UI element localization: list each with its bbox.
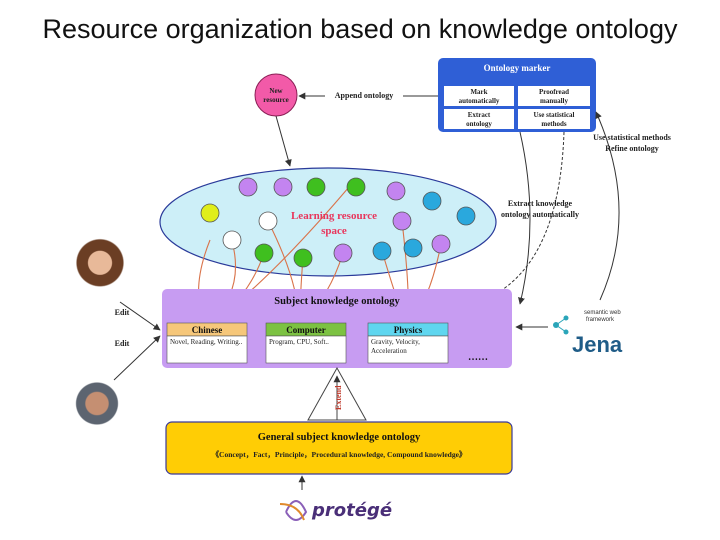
edit-label-2: Edit bbox=[115, 339, 130, 348]
new-resource-line2: resource bbox=[263, 96, 288, 104]
resource-node bbox=[386, 181, 406, 201]
resource-node bbox=[222, 230, 242, 250]
subject-physics-name: Physics bbox=[394, 325, 423, 335]
marker-cell-4-line2: methods bbox=[541, 120, 567, 128]
resource-node bbox=[238, 177, 258, 197]
new-resource-line1: New bbox=[269, 87, 283, 95]
learning-space-line2: space bbox=[321, 225, 347, 237]
edit-arrow-1 bbox=[119, 301, 161, 331]
marker-cell-2-line2: manually bbox=[540, 97, 569, 105]
marker-cell-3-line2: ontology bbox=[466, 120, 492, 128]
protege-logo: protégé bbox=[279, 500, 392, 521]
resource-node bbox=[306, 177, 326, 197]
resource-node bbox=[293, 248, 313, 268]
statistical-note-line2: Refine ontology bbox=[605, 144, 659, 153]
ontology-marker-box: Ontology marker Mark automatically Proof… bbox=[438, 58, 596, 132]
resource-node bbox=[372, 241, 392, 261]
marker-cell-3-line1: Extract bbox=[468, 111, 491, 119]
resource-node bbox=[422, 191, 442, 211]
marker-cell-4-line1: Use statistical bbox=[533, 111, 574, 119]
extract-note-line1: Extract knowledge bbox=[508, 199, 573, 208]
resource-nodes bbox=[200, 177, 476, 268]
young-person-photo bbox=[72, 232, 128, 288]
extend-arrow: Extend bbox=[307, 366, 367, 421]
subject-chinese-desc: Novel, Reading, Writing.. bbox=[170, 338, 243, 346]
marker-cell-1-line2: automatically bbox=[459, 97, 500, 105]
marker-cell-1-line1: Mark bbox=[470, 88, 487, 96]
resource-node bbox=[200, 203, 220, 223]
resource-node bbox=[346, 177, 366, 197]
resource-node bbox=[456, 206, 476, 226]
subject-physics-desc: Gravity, Velocity, Acceleration bbox=[371, 338, 420, 355]
statistical-note-line1: Use statistical methods bbox=[593, 133, 671, 142]
older-person-photo bbox=[72, 376, 122, 426]
subject-computer-desc: Program, CPU, Soft.. bbox=[269, 338, 329, 346]
extend-label: Extend bbox=[334, 385, 343, 410]
protege-word: protégé bbox=[311, 500, 392, 521]
refine-ontology-arrow bbox=[595, 111, 620, 301]
resource-node bbox=[333, 243, 353, 263]
jena-line1: semantic web bbox=[584, 310, 621, 316]
subject-ontology-box: Subject knowledge ontology Chinese Novel… bbox=[162, 289, 512, 368]
new-resource-to-space-arrow bbox=[275, 115, 292, 167]
edit-label-1: Edit bbox=[115, 308, 130, 317]
marker-cell-2-line1: Proofread bbox=[539, 88, 569, 96]
new-resource-node: New resource bbox=[254, 73, 298, 117]
subject-computer-name: Computer bbox=[286, 325, 326, 335]
learning-space-line1: Learning resource bbox=[291, 210, 377, 222]
resource-node bbox=[258, 211, 278, 231]
resource-node bbox=[273, 177, 293, 197]
edit-arrow-2 bbox=[113, 335, 161, 381]
general-ontology-box: General subject knowledge ontology 《Conc… bbox=[165, 421, 513, 475]
resource-node bbox=[403, 238, 423, 258]
append-ontology-label: Append ontology bbox=[335, 91, 393, 100]
extract-ontology-arrow bbox=[501, 131, 565, 291]
extract-note-line2: ontology automatically bbox=[501, 210, 579, 219]
resource-node bbox=[392, 211, 412, 231]
subject-chinese-name: Chinese bbox=[192, 325, 223, 335]
marker-to-subject-arrow bbox=[518, 131, 531, 305]
jena-word: Jena bbox=[572, 332, 623, 357]
general-ontology-title: General subject knowledge ontology bbox=[258, 432, 421, 443]
jena-line2: framework bbox=[586, 317, 615, 323]
resource-node bbox=[431, 234, 451, 254]
ontology-marker-title: Ontology marker bbox=[484, 63, 551, 73]
slide-title: Resource organization based on knowledge… bbox=[42, 14, 678, 44]
resource-node bbox=[254, 243, 274, 263]
jena-logo: semantic web framework Jena bbox=[515, 310, 623, 357]
subject-ontology-title: Subject knowledge ontology bbox=[274, 296, 400, 307]
general-ontology-subtitle: 《Concept，Fact，Principle，Procedural knowl… bbox=[212, 449, 467, 459]
subject-more-ellipsis: …… bbox=[468, 352, 488, 363]
